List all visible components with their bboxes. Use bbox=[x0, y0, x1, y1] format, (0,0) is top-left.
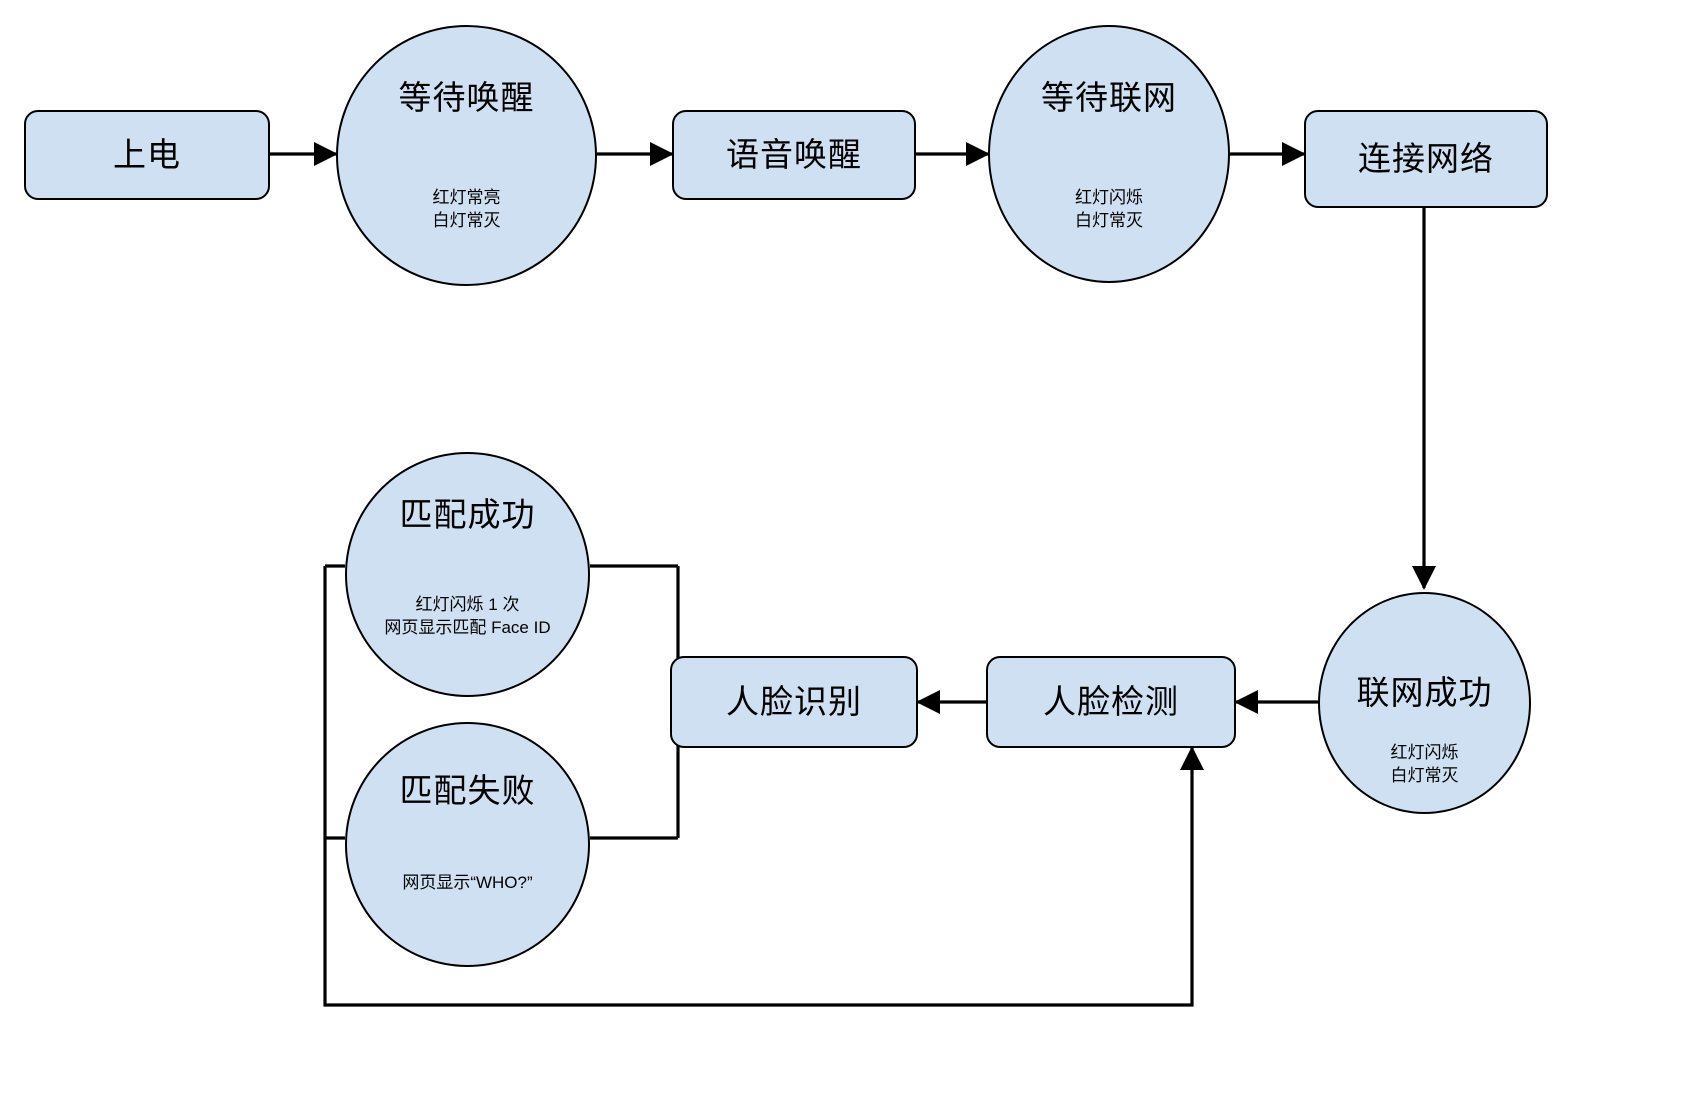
node-face-detect[interactable]: 人脸检测 bbox=[986, 656, 1236, 748]
node-match-success-detail: 红灯闪烁 1 次 网页显示匹配 Face ID bbox=[347, 594, 588, 640]
node-match-fail[interactable]: 匹配失败 网页显示“WHO?” bbox=[345, 722, 590, 967]
node-connect-network[interactable]: 连接网络 bbox=[1304, 110, 1548, 208]
node-wait-network-detail: 红灯闪烁 白灯常灭 bbox=[990, 187, 1228, 233]
node-match-success-label: 匹配成功 bbox=[399, 496, 536, 533]
node-wait-wake-detail-line-1: 红灯常亮 bbox=[432, 188, 501, 207]
node-match-fail-label: 匹配失败 bbox=[399, 772, 536, 809]
node-connect-network-label: 连接网络 bbox=[1358, 140, 1494, 178]
node-wait-wake-detail-line-2: 白灯常灭 bbox=[432, 210, 501, 230]
node-face-recognition[interactable]: 人脸识别 bbox=[670, 656, 918, 748]
node-wait-wake[interactable]: 等待唤醒 红灯常亮 白灯常灭 bbox=[336, 25, 597, 286]
node-wait-network-detail-line-1: 红灯闪烁 bbox=[1075, 188, 1143, 207]
node-wait-wake-label: 等待唤醒 bbox=[398, 79, 535, 116]
node-match-success-detail-line-1: 红灯闪烁 1 次 bbox=[415, 595, 520, 614]
node-network-success-label: 联网成功 bbox=[1356, 674, 1493, 711]
node-voice-wake-label: 语音唤醒 bbox=[726, 136, 862, 174]
node-face-detect-label: 人脸检测 bbox=[1043, 683, 1179, 721]
node-wait-network-detail-line-2: 白灯常灭 bbox=[1075, 210, 1143, 230]
node-power-on-label: 上电 bbox=[113, 136, 181, 174]
node-voice-wake[interactable]: 语音唤醒 bbox=[672, 110, 916, 200]
node-wait-network-label: 等待联网 bbox=[1041, 79, 1177, 116]
node-wait-network[interactable]: 等待联网 红灯闪烁 白灯常灭 bbox=[988, 25, 1230, 283]
node-face-recognition-label: 人脸识别 bbox=[726, 683, 862, 721]
edge-match-fail-loopback-to-face-detect bbox=[323, 746, 1204, 1007]
node-match-success[interactable]: 匹配成功 红灯闪烁 1 次 网页显示匹配 Face ID bbox=[345, 452, 590, 697]
node-network-success[interactable]: 联网成功 红灯闪烁 白灯常灭 bbox=[1318, 592, 1531, 814]
node-network-success-detail-line-2: 白灯常灭 bbox=[1390, 765, 1459, 785]
node-power-on[interactable]: 上电 bbox=[24, 110, 270, 200]
node-match-fail-detail: 网页显示“WHO?” bbox=[347, 872, 588, 895]
node-match-fail-detail-line-1: 网页显示“WHO?” bbox=[402, 873, 533, 892]
node-network-success-detail-line-1: 红灯闪烁 bbox=[1390, 743, 1459, 762]
node-network-success-detail: 红灯闪烁 白灯常灭 bbox=[1320, 742, 1529, 788]
node-match-success-detail-line-2: 网页显示匹配 Face ID bbox=[384, 617, 551, 637]
node-wait-wake-detail: 红灯常亮 白灯常灭 bbox=[338, 187, 595, 233]
